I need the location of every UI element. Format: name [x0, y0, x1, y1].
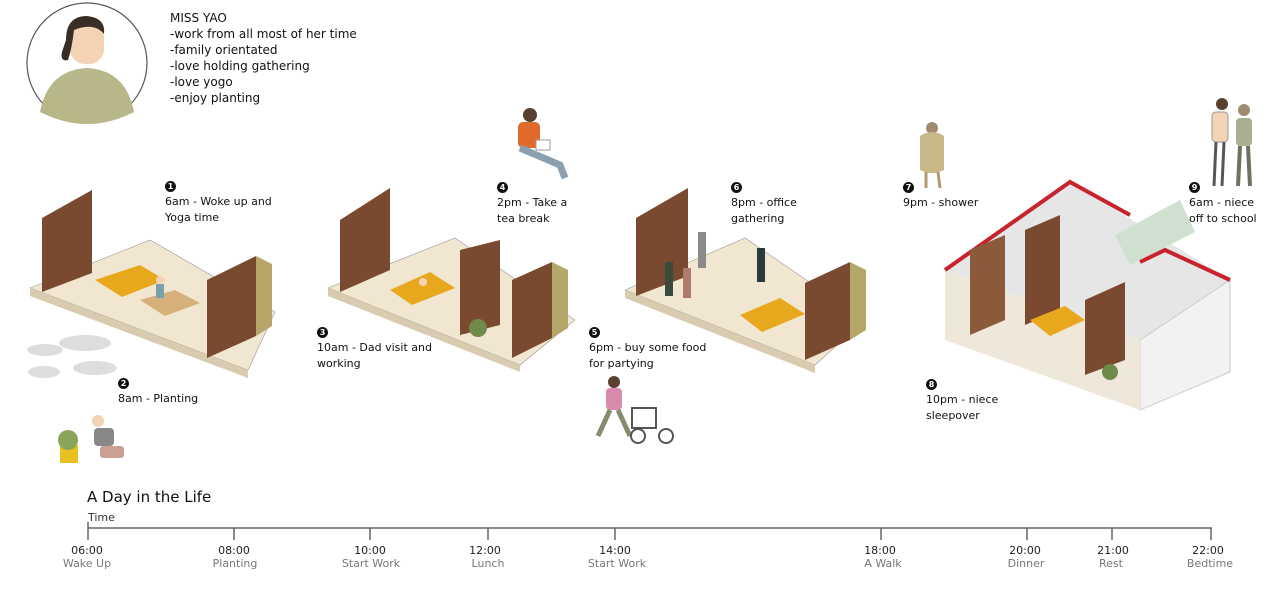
tick-time: 08:00 [218, 544, 250, 557]
event-number-badge: 4 [497, 182, 508, 193]
persona-trait: -enjoy planting [170, 91, 261, 105]
event-caption-2: 2 8am - Planting [118, 375, 198, 407]
event-text: 10pm - niece sleepover [926, 393, 999, 422]
event-caption-1: 1 6am - Woke up and Yoga time [165, 178, 272, 226]
persona-avatar [26, 2, 148, 124]
timeline-title: A Day in the Life [87, 488, 212, 506]
tick-label: Lunch [471, 557, 505, 570]
event-caption-5: 5 6pm - buy some food for partying [589, 324, 706, 372]
persona-trait: -love holding gathering [170, 59, 310, 73]
tick-label: Planting [212, 557, 258, 570]
event-caption-6: 6 8pm - office gathering [731, 179, 797, 227]
persona-trait: -love yogo [170, 75, 233, 89]
event-caption-4: 4 2pm - Take a tea break [497, 179, 567, 227]
event-text: 2pm - Take a tea break [497, 196, 568, 225]
persona-name: MISS YAO [170, 11, 227, 25]
tick-label: Start Work [587, 557, 647, 570]
timeline-axis [87, 522, 1212, 540]
tick-time: 06:00 [71, 544, 103, 557]
event-caption-9: 9 6am - niece off to school [1189, 179, 1257, 227]
tick-label: Wake Up [62, 557, 112, 570]
room-1-yoga [29, 190, 276, 378]
event-text: 10am - Dad visit and working [317, 341, 432, 370]
room-3-dad-visit [327, 188, 576, 372]
room-6-office-gathering [624, 188, 866, 373]
event-text: 6pm - buy some food for partying [589, 341, 707, 370]
event-number-badge: 5 [589, 327, 600, 338]
event-text: 9pm - shower [903, 196, 979, 209]
event-number-badge: 7 [903, 182, 914, 193]
persona-trait: -work from all most of her time [170, 27, 357, 41]
tick-time: 12:00 [469, 544, 501, 557]
tick-time: 18:00 [864, 544, 896, 557]
timeline-axis-label: Time [88, 511, 115, 524]
tick-label: Rest [1099, 557, 1123, 570]
event-number-badge: 8 [926, 379, 937, 390]
event-caption-3: 3 10am - Dad visit and working [317, 324, 432, 372]
niece-school-figures [1211, 98, 1252, 187]
tick-label: Start Work [341, 557, 401, 570]
persona-trait: -family orientated [170, 43, 278, 57]
tick-label: Bedtime [1186, 557, 1234, 570]
tick-time: 22:00 [1192, 544, 1224, 557]
event-text: 8am - Planting [118, 392, 199, 405]
tick-time: 21:00 [1097, 544, 1129, 557]
tick-time: 14:00 [599, 544, 631, 557]
event-number-badge: 9 [1189, 182, 1200, 193]
event-text: 6am - niece off to school [1189, 196, 1257, 225]
shower-figure [920, 122, 944, 189]
tick-time: 10:00 [354, 544, 386, 557]
event-number-badge: 6 [731, 182, 742, 193]
tick-label: A Walk [864, 557, 902, 570]
event-text: 6am - Woke up and Yoga time [165, 195, 272, 224]
event-number-badge: 1 [165, 181, 176, 192]
event-caption-7: 7 9pm - shower [903, 179, 978, 211]
tick-time: 20:00 [1009, 544, 1041, 557]
tick-label: Dinner [1007, 557, 1045, 570]
room-8-apartment [943, 179, 1231, 411]
event-caption-8: 8 10pm - niece sleepover [926, 376, 998, 424]
planting-scene [27, 335, 124, 463]
event-number-badge: 2 [118, 378, 129, 389]
tea-break-figure [518, 108, 569, 180]
event-text: 8pm - office gathering [731, 196, 797, 225]
shopping-figure [595, 376, 674, 444]
event-number-badge: 3 [317, 327, 328, 338]
